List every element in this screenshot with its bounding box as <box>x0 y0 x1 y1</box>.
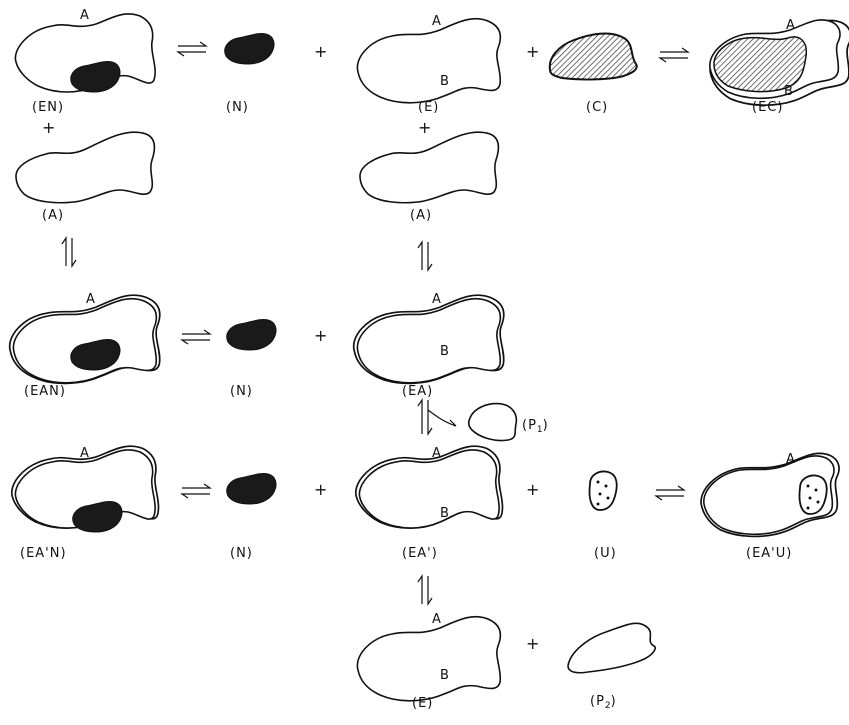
n-inhibitor-3 <box>227 473 276 504</box>
plus-8: + <box>526 634 540 653</box>
n-label-3: (N) <box>230 546 253 561</box>
eq-arrows-4 <box>182 484 210 498</box>
site-a-e1: A <box>432 14 442 29</box>
site-a-eapn: A <box>80 446 90 461</box>
ean-complex <box>10 295 160 383</box>
e-label-2: (E) <box>412 696 433 711</box>
p1-label: (P1) <box>522 418 549 435</box>
e-enzyme-2 <box>357 617 500 701</box>
eap-complex <box>356 446 503 528</box>
eq-arrows-5 <box>656 486 684 500</box>
plus-1: + <box>314 42 328 61</box>
eapu-label: (EA'U) <box>746 546 792 561</box>
a-protein-1 <box>16 132 154 203</box>
p1-fragment <box>469 404 517 441</box>
eq-arrows-vert-1 <box>62 238 76 266</box>
a-label-2: (A) <box>410 208 432 223</box>
p2-label: (P2) <box>590 694 617 711</box>
p2-label-close: ) <box>611 694 617 709</box>
site-b-e2: B <box>440 668 450 683</box>
c-label: (C) <box>586 100 608 115</box>
eq-arrows-vert-3 <box>418 400 456 434</box>
p1-label-main: (P <box>522 418 537 433</box>
plus-4: + <box>418 118 432 137</box>
eap-label: (EA') <box>402 546 438 561</box>
site-a-eap: A <box>432 446 442 461</box>
eq-arrows-vert-4 <box>418 576 432 604</box>
a-protein-2 <box>360 132 498 203</box>
p1-label-close: ) <box>543 418 549 433</box>
site-a-eapu: A <box>786 452 796 467</box>
n-inhibitor-2 <box>227 319 276 350</box>
en-label: (EN) <box>32 100 64 115</box>
site-b-ea: B <box>440 344 450 359</box>
p2-label-main: (P <box>590 694 605 709</box>
eq-arrows-1 <box>178 42 206 56</box>
n-label-1: (N) <box>226 100 249 115</box>
site-a-ea: A <box>432 292 442 307</box>
site-a-e2: A <box>432 612 442 627</box>
p2-fragment <box>568 623 655 672</box>
ea-label: (EA) <box>402 384 433 399</box>
site-a-ean: A <box>86 292 96 307</box>
u-molecule <box>589 472 616 511</box>
eapu-complex <box>701 453 839 536</box>
ean-label: (EAN) <box>24 384 66 399</box>
eapn-label: (EA'N) <box>20 546 67 561</box>
e-enzyme-1 <box>357 19 500 103</box>
site-a-ec: A <box>786 18 796 33</box>
plus-2: + <box>526 42 540 61</box>
en-complex <box>15 14 155 92</box>
eq-arrows-3 <box>182 330 210 344</box>
site-b-e1: B <box>440 74 450 89</box>
plus-7: + <box>526 480 540 499</box>
a-label-1: (A) <box>42 208 64 223</box>
plus-5: + <box>314 326 328 345</box>
eq-arrows-vert-2 <box>418 242 432 270</box>
site-a-en: A <box>80 8 90 23</box>
site-b-ec: B <box>784 84 794 99</box>
ec-complex <box>710 20 849 105</box>
ec-label: (EC) <box>752 100 783 115</box>
n-label-2: (N) <box>230 384 253 399</box>
e-label-1: (E) <box>418 100 439 115</box>
plus-3: + <box>42 118 56 137</box>
ea-complex <box>354 295 504 383</box>
plus-6: + <box>314 480 328 499</box>
u-label: (U) <box>594 546 617 561</box>
site-b-eap: B <box>440 506 450 521</box>
eq-arrows-2 <box>660 48 688 62</box>
n-inhibitor-1 <box>225 33 274 64</box>
c-substrate <box>550 34 637 80</box>
